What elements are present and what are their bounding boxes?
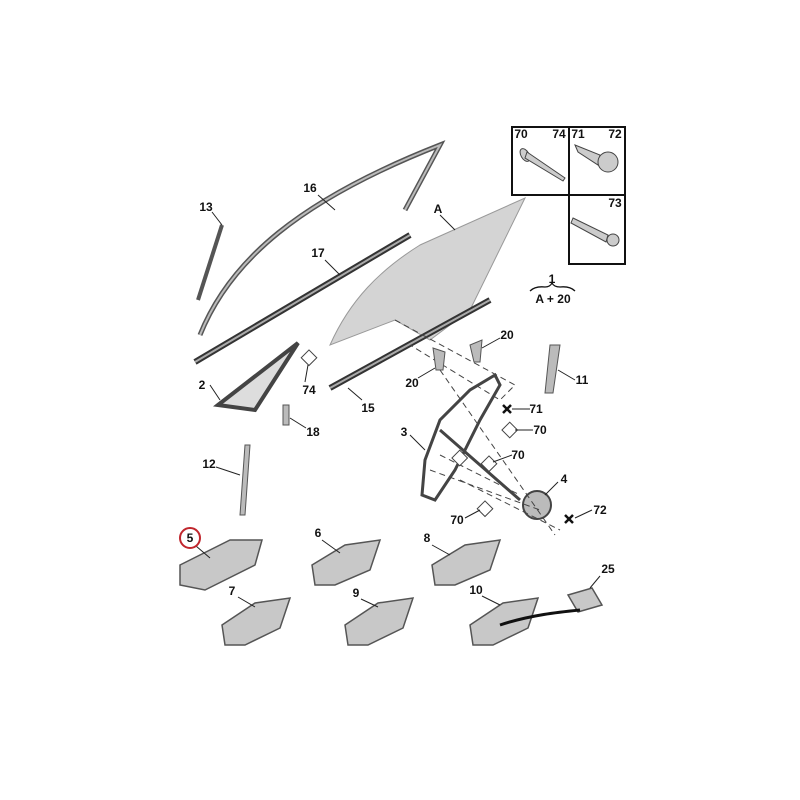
callout-5[interactable]: 5 — [186, 531, 194, 545]
callout-17: 17 — [311, 246, 325, 260]
bracket-12 — [239, 444, 251, 516]
callout-3: 3 — [400, 425, 408, 439]
box-label-73: 73 — [608, 196, 622, 210]
motor-7 — [221, 597, 292, 646]
box-label-71: 71 — [571, 127, 585, 141]
callout-6: 6 — [314, 526, 322, 540]
bracket-11 — [544, 344, 561, 394]
clip-20b — [432, 347, 446, 371]
callout-20: 20 — [405, 376, 419, 390]
callout-20: 20 — [500, 328, 514, 342]
callout-A: A — [433, 202, 443, 216]
callout-10: 10 — [469, 583, 483, 597]
motor-9 — [344, 597, 415, 646]
kit-number: 1 — [548, 272, 556, 286]
callout-7: 7 — [228, 584, 236, 598]
kit-brace — [529, 281, 576, 292]
callout-12: 12 — [202, 457, 216, 471]
callout-9: 9 — [352, 586, 360, 600]
motor-8 — [431, 539, 502, 586]
callout-72: 72 — [593, 503, 607, 517]
callout-70: 70 — [511, 448, 525, 462]
callout-13: 13 — [199, 200, 213, 214]
motor-10 — [469, 597, 540, 646]
callout-70: 70 — [533, 423, 547, 437]
callout-70: 70 — [450, 513, 464, 527]
regulator-motor — [522, 490, 552, 520]
kit-contents: A + 20 — [535, 292, 571, 306]
window-glass — [329, 196, 527, 346]
box-label-72: 72 — [608, 127, 622, 141]
callout-4: 4 — [560, 472, 568, 486]
motor-6 — [311, 539, 382, 586]
window-regulator — [420, 372, 521, 502]
quarter-glass — [213, 341, 300, 413]
callout-71: 71 — [529, 402, 543, 416]
callout-16: 16 — [303, 181, 317, 195]
callout-2: 2 — [198, 378, 206, 392]
box-label-74: 74 — [552, 127, 566, 141]
bracket-18 — [282, 404, 290, 426]
box-label-70: 70 — [514, 127, 528, 141]
fastener-box-73 — [568, 194, 626, 265]
callout-15: 15 — [361, 401, 375, 415]
cover-25 — [566, 587, 604, 613]
motor-5 — [179, 539, 263, 591]
highlight-circle — [179, 527, 201, 549]
callout-74: 74 — [302, 383, 316, 397]
clip-20a — [469, 339, 483, 363]
callout-18: 18 — [306, 425, 320, 439]
seal-13 — [196, 224, 224, 301]
callout-25: 25 — [601, 562, 615, 576]
callout-11: 11 — [575, 373, 589, 387]
callout-8: 8 — [423, 531, 431, 545]
